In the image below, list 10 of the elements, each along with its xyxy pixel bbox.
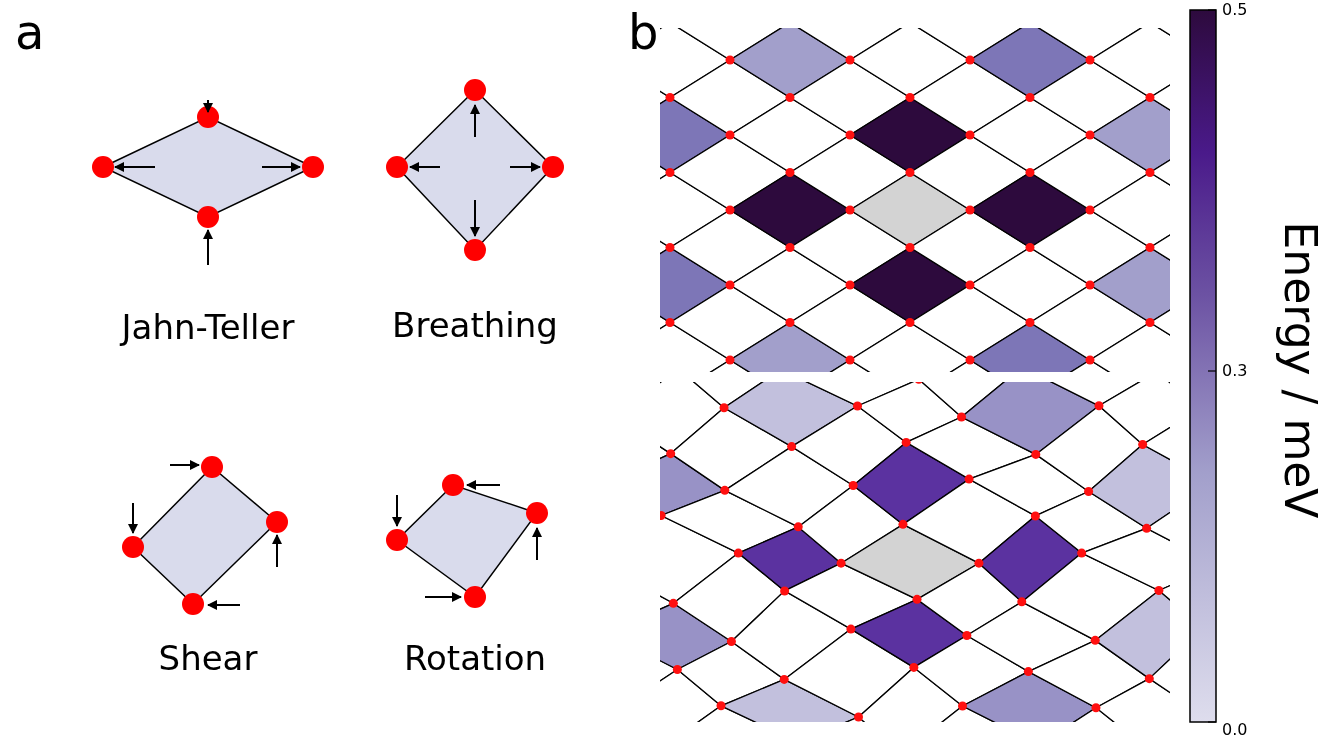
mode-label: Jahn-Teller: [121, 310, 295, 344]
panel-label: a: [15, 8, 45, 56]
mode-label: Shear: [158, 641, 258, 675]
mode-label: Rotation: [403, 641, 547, 675]
axis-title: Energy / meV: [1278, 221, 1322, 519]
tick-label: 0.0: [1222, 722, 1248, 738]
tick-label: 0.5: [1222, 2, 1248, 18]
panel-label: b: [628, 8, 659, 56]
tick-label: 0.3: [1222, 363, 1248, 379]
mode-label: Breathing: [392, 308, 558, 342]
